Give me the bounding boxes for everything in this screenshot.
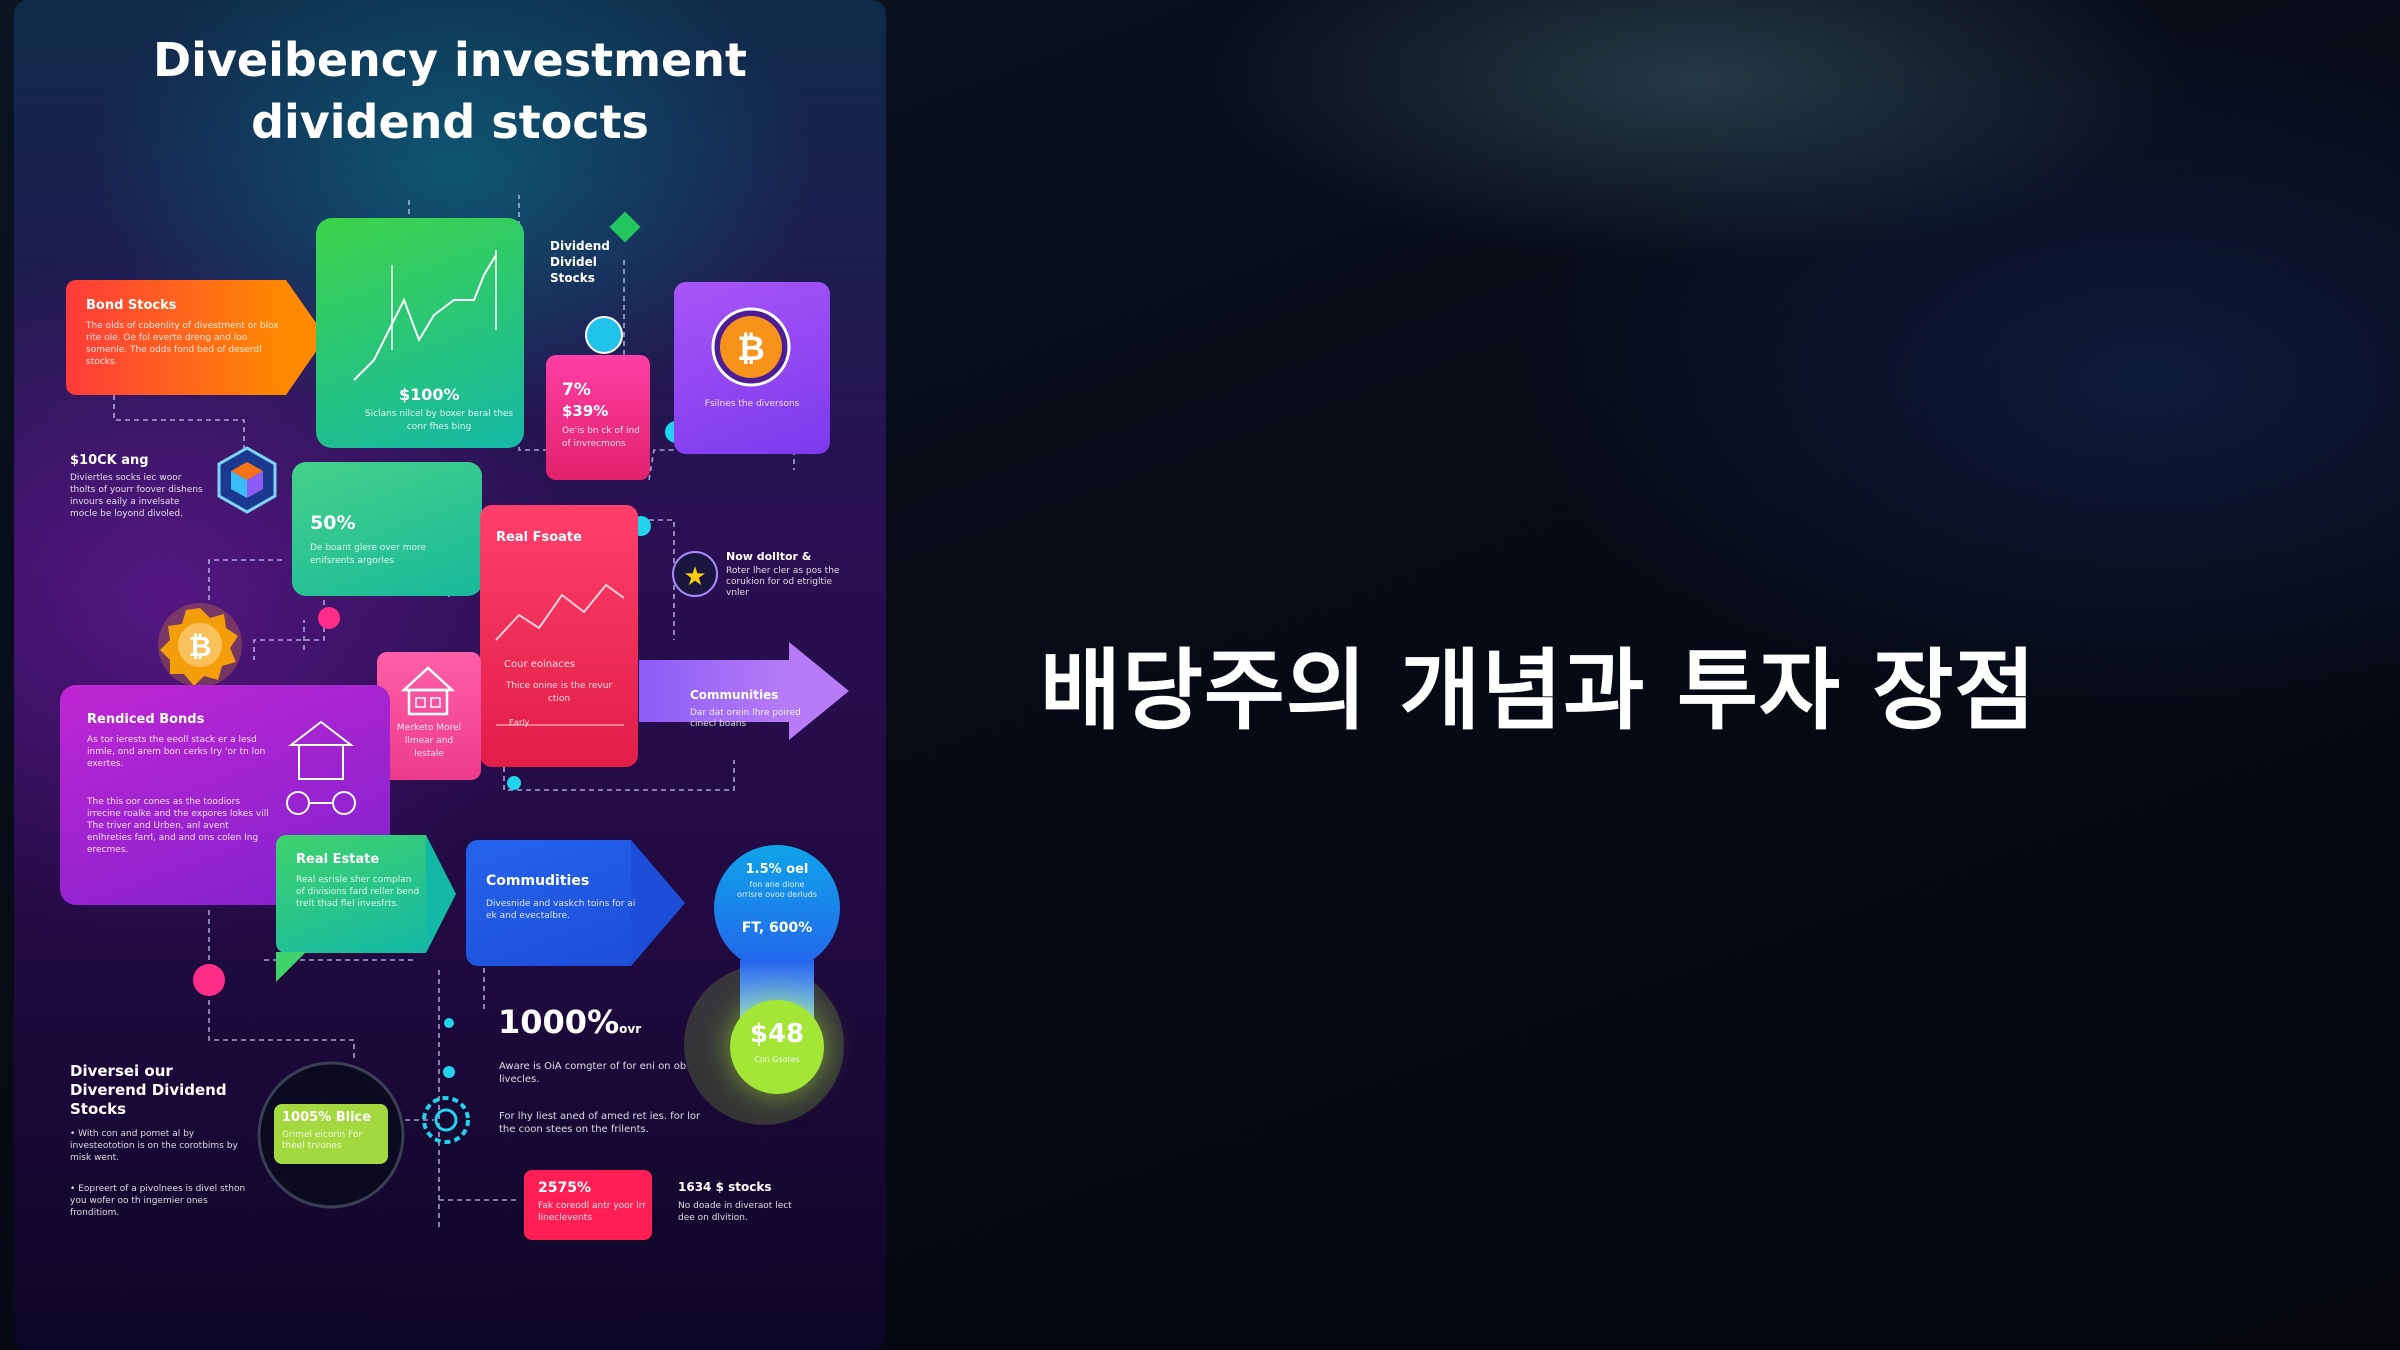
- thousand-value-suffix: ovr: [619, 1022, 642, 1036]
- growth-chart-text: Siclans nilcel by boxer beral thes conr …: [364, 409, 514, 432]
- communities-arrow-title: Communities: [690, 688, 779, 702]
- rendiced-bonds-text1: As tor ierests the eeoll stack er a lesd…: [87, 735, 266, 769]
- diverse-bullet1: • With con and pomet al by investeototio…: [70, 1129, 238, 1163]
- new-dollar-text: Roter lher cler as pos the corukion for …: [726, 566, 840, 598]
- bitcoin-card-text: Fsilnes the diversons: [704, 399, 800, 409]
- house-card-text: Merketo Morel llmear and lestale: [396, 723, 462, 759]
- bond-stocks-title: Bond Stocks: [86, 298, 177, 313]
- communities-arrow-text: Dar dat orein lhre poired cinecl boans: [690, 708, 801, 729]
- growth-chart-lines: [353, 250, 497, 381]
- lime-badge-title: 1005% Blice: [282, 1110, 372, 1125]
- real-estate-green-text: Real esrisle sher complan of divisions f…: [296, 875, 420, 909]
- real-estate-green-title: Real Estate: [296, 852, 380, 867]
- real-estate-green-arrow-tip: [426, 835, 456, 953]
- hexagon-cube-icon: [217, 446, 277, 514]
- commodities-title: Commudities: [486, 873, 590, 889]
- stocks-1634-title: 1634 $ stocks: [678, 1180, 772, 1194]
- thermometer-value: FT, 600%: [741, 920, 813, 936]
- star-badge-icon: ★: [672, 551, 718, 597]
- thermometer-pct: 1.5% oel: [745, 862, 809, 877]
- house-outline-icon: [286, 720, 356, 815]
- real-estate-green-tail: [276, 952, 306, 982]
- new-dollar-title: Now dolltor &: [726, 550, 812, 563]
- lime-badge: [274, 1104, 388, 1164]
- real-estate-red-title: Real Fsoate: [496, 530, 582, 545]
- communities-arrow-body: [639, 660, 789, 722]
- thermometer-coin: [730, 1000, 824, 1094]
- lime-badge-text: Grimel eicorin For theel trvones: [282, 1130, 363, 1151]
- stock-note-title: $10CK ang: [70, 453, 149, 468]
- real-estate-red-axis: Early: [509, 718, 530, 727]
- thermometer-coin-sub: Con Gsotes: [754, 1055, 800, 1064]
- thousand-text1: Aware is OiA comgter of for eni on ob li…: [499, 1061, 687, 1085]
- thousand-value: 1000%ovr: [498, 1002, 641, 1042]
- commodities-text: Divesnide and vaskch toins for ai ek and…: [486, 899, 636, 921]
- diverse-bullet2: • Eopreert of a pivolnees is divel sthon…: [70, 1184, 246, 1218]
- thousand-value-number: 1000%: [498, 1003, 620, 1041]
- real-estate-red-text: Thice onine is the revur ction: [505, 681, 613, 704]
- percent-card-text: Oe'is bn ck of ind of invrecmons: [562, 426, 640, 449]
- bond-stocks-card: [66, 280, 286, 395]
- fifty-percent-text: De boant glere over more enifsrents argo…: [310, 543, 427, 566]
- percent-card: [546, 355, 650, 480]
- red-badge: [524, 1170, 652, 1240]
- thermometer-bulb-top: [714, 845, 840, 971]
- fifty-percent-value: 50%: [310, 512, 356, 534]
- commodities-card: [466, 840, 631, 966]
- svg-text:₿: ₿: [737, 329, 765, 369]
- bitcoin-coin-icon: ₿: [711, 307, 791, 387]
- real-estate-red-chart: [495, 583, 625, 726]
- red-badge-text: Fak coreodl antr yoor lrr lineclevents: [538, 1201, 646, 1223]
- rendiced-bonds-text2: The this oor cones as the toodiors irrec…: [87, 797, 269, 855]
- fifty-percent-card: [292, 462, 482, 596]
- thermometer-coin-value: $48: [749, 1019, 805, 1049]
- rendiced-bonds-title: Rendiced Bonds: [87, 712, 205, 727]
- gear-icon: [422, 1096, 470, 1144]
- svg-text:★: ★: [683, 562, 706, 592]
- house-card: [377, 652, 481, 780]
- percent-card-pct2: $39%: [562, 402, 609, 420]
- svg-text:₿: ₿: [189, 630, 212, 663]
- commodities-arrow-tip: [631, 840, 685, 966]
- dividend-label: Dividend Dividel Stocks: [550, 239, 610, 285]
- thermometer-text: fon ane dione orrisre ovoo deriuds: [736, 880, 818, 899]
- growth-chart-card: [316, 218, 524, 448]
- real-estate-green-card: [276, 835, 426, 953]
- diverse-title: Diversei our Diverend Dividend Stocks: [70, 1062, 227, 1118]
- stock-note-text: Diviertles socks iec woor tholts of your…: [70, 473, 203, 519]
- real-estate-red-card: [480, 505, 638, 767]
- bond-stocks-text: The olds of cobenlity of divestment or b…: [86, 321, 279, 367]
- poster-title-line2: dividend stocts: [251, 95, 649, 149]
- house-icon: [400, 666, 456, 716]
- communities-arrow-tip: [789, 642, 849, 740]
- thousand-text2: For lhy liest aned of amed ret ies. for …: [499, 1111, 701, 1135]
- bitcoin-badge-icon: ₿: [158, 603, 242, 687]
- stocks-1634-text: No doade in diveraot lect dee on dlvitio…: [678, 1201, 792, 1223]
- growth-chart-value: $100%: [399, 385, 460, 404]
- red-badge-title: 2575%: [538, 1180, 591, 1196]
- percent-card-pct1: 7%: [562, 380, 591, 400]
- real-estate-red-sub: Cour eoinaces: [504, 659, 576, 670]
- slide-headline: 배당주의 개념과 투자 장점: [1040, 639, 2037, 742]
- infographic-poster: ₿ ★ Diveibency investment dividend stoct…: [14, 0, 886, 1350]
- poster-title-line1: Diveibency investment: [153, 33, 747, 87]
